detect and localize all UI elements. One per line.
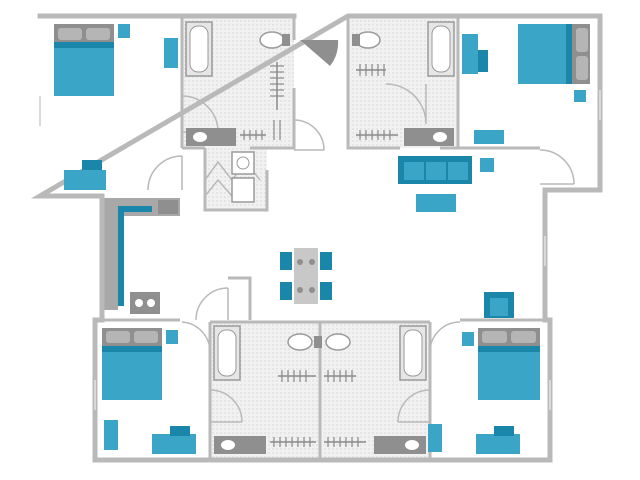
door-swing-icon	[539, 149, 575, 185]
desk-icon	[152, 426, 196, 454]
washer-icon	[231, 151, 255, 175]
toilet-icon	[287, 333, 313, 351]
nightstand-icon	[118, 24, 130, 38]
closet-icon	[240, 62, 284, 140]
chair-icon	[280, 282, 292, 300]
living-area	[398, 156, 514, 318]
armchair-icon	[484, 292, 514, 318]
kitchen-sink-icon	[158, 200, 178, 214]
bedroom-top-right	[462, 24, 590, 144]
laundry	[231, 151, 255, 203]
bed-icon	[518, 24, 590, 84]
door-swing-icon	[209, 389, 243, 423]
desk-icon	[462, 34, 488, 74]
door-swing-icon	[385, 83, 427, 125]
closet-icon	[270, 370, 316, 447]
windows	[39, 90, 601, 410]
door-swing-icon	[293, 119, 325, 151]
side-table-icon	[480, 158, 494, 172]
dresser-icon	[428, 424, 442, 452]
bed-icon	[478, 328, 540, 400]
kitchen-countertop-accent	[118, 206, 152, 306]
desk-icon	[476, 426, 520, 454]
sink-icon	[405, 440, 419, 450]
stove-icon	[130, 292, 160, 314]
kitchen	[102, 196, 182, 322]
sofa-icon	[398, 156, 472, 184]
nightstand-icon	[166, 330, 178, 344]
dresser-icon	[104, 420, 118, 450]
bathroom-top-right	[352, 21, 455, 146]
dresser-icon	[164, 38, 178, 68]
doors	[147, 40, 575, 423]
coffee-table-icon	[416, 194, 456, 212]
toilet-icon	[325, 333, 351, 351]
bathroom-top-left	[185, 21, 290, 146]
door-swing-icon	[397, 389, 431, 423]
sink-icon	[433, 132, 447, 142]
dining-table-icon	[294, 248, 318, 304]
bedroom-bottom-left	[102, 328, 196, 454]
nightstand-icon	[462, 332, 474, 346]
nightstand-icon	[574, 90, 586, 102]
sink-icon	[221, 440, 235, 450]
dresser-icon	[474, 130, 504, 144]
toilet-icon	[259, 31, 285, 49]
chair-icon	[320, 282, 332, 300]
dryer-icon	[231, 177, 255, 203]
door-swing-icon	[195, 287, 229, 321]
bed-icon	[54, 24, 114, 96]
entry-door-icon	[300, 40, 339, 66]
door-swing-icon	[147, 155, 183, 191]
desk-icon	[64, 160, 106, 190]
chair-icon	[320, 252, 332, 270]
closet-icon	[356, 64, 398, 140]
bedroom-bottom-right	[428, 328, 540, 454]
chair-icon	[280, 252, 292, 270]
bathroom-bottom-left	[213, 325, 316, 454]
dining-area	[280, 248, 332, 304]
closet-icon	[324, 370, 366, 447]
interior-walls	[40, 16, 600, 458]
bedroom-top-left	[54, 24, 178, 190]
bed-icon	[102, 328, 162, 400]
door-swing-icon	[429, 321, 461, 353]
door-swing-icon	[181, 321, 211, 353]
sink-icon	[193, 132, 207, 142]
bathroom-bottom-right	[314, 325, 427, 454]
